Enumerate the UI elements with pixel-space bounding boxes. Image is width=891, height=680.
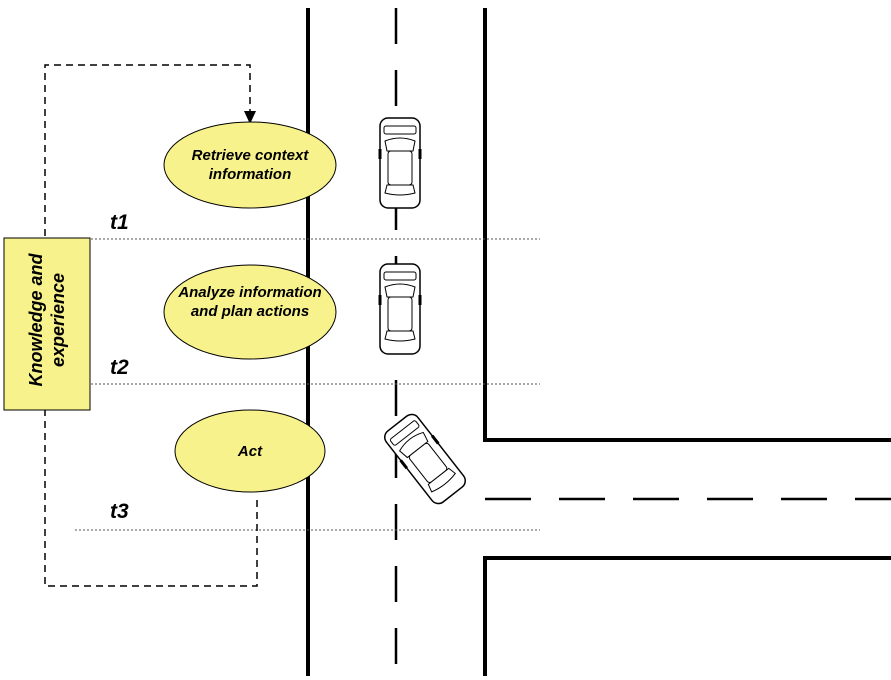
process-retrieve-label: Retrieve context information	[175, 146, 325, 184]
car-3	[382, 411, 469, 507]
process-act-label: Act	[200, 442, 300, 461]
car-2	[380, 264, 420, 354]
car-1	[380, 118, 420, 208]
time-label-t1: t1	[110, 211, 129, 235]
time-label-t3: t3	[110, 500, 129, 524]
road-edge-right-lower	[485, 558, 891, 676]
process-analyze-label: Analyze information and plan actions	[170, 283, 330, 321]
knowledge-box-label: Knowledge and experience	[25, 220, 69, 420]
road-edge-right-upper	[485, 8, 891, 440]
time-label-t2: t2	[110, 356, 129, 380]
